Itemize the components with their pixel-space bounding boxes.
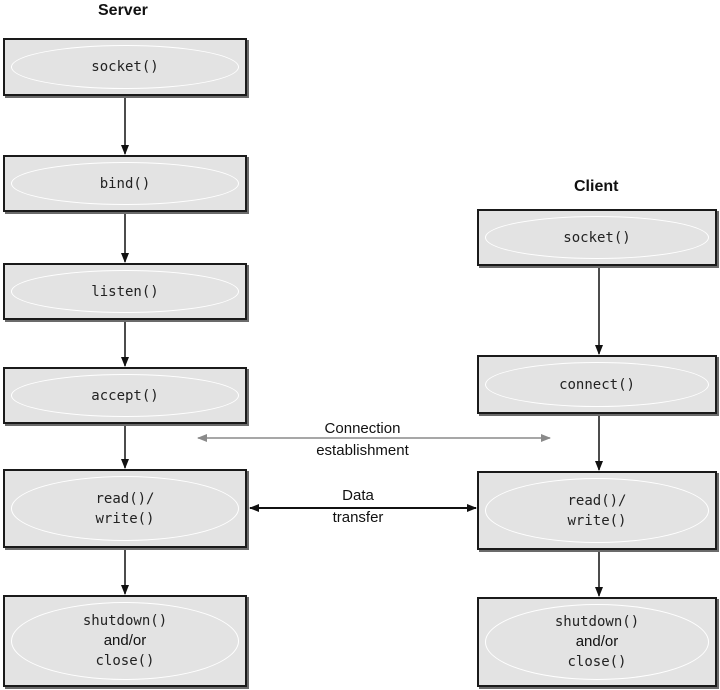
server-socket-label: socket(): [91, 59, 159, 75]
server-shutdown-label: shutdown(): [82, 613, 168, 629]
server-and-or-label: and/or: [103, 632, 147, 649]
client-shutdown-label: shutdown(): [554, 614, 640, 630]
server-read-label: read()/: [95, 490, 155, 507]
server-heading: Server: [98, 2, 148, 19]
server-close-label: close(): [95, 653, 155, 669]
connection-label-line1: Connection: [324, 420, 401, 437]
server-read-write-ellipse: read()/ write(): [11, 476, 239, 541]
client-connect-ellipse: connect(): [485, 362, 709, 407]
data-transfer-label: Data transfer: [312, 485, 404, 529]
server-bind-box: bind(): [3, 155, 247, 212]
server-listen-ellipse: listen(): [11, 270, 239, 313]
server-listen-box: listen(): [3, 263, 247, 320]
client-connect-label: connect(): [559, 376, 635, 393]
server-socket-ellipse: socket(): [11, 45, 239, 89]
server-read-write-box: read()/ write(): [3, 469, 247, 548]
client-close-label: close(): [567, 654, 627, 670]
server-accept-label: accept(): [91, 387, 159, 404]
client-and-or-label: and/or: [575, 633, 619, 650]
server-socket-box: socket(): [3, 38, 247, 96]
connection-label-line2: establishment: [316, 442, 409, 459]
client-socket-box: socket(): [477, 209, 717, 266]
server-accept-box: accept(): [3, 367, 247, 424]
server-listen-label: listen(): [91, 283, 159, 300]
client-connect-box: connect(): [477, 355, 717, 414]
client-read-write-ellipse: read()/ write(): [485, 478, 709, 543]
client-socket-label: socket(): [563, 229, 631, 246]
server-bind-label: bind(): [99, 175, 151, 192]
data-transfer-line1: Data: [342, 487, 374, 504]
client-write-label: write(): [567, 512, 627, 529]
client-read-write-box: read()/ write(): [477, 471, 717, 550]
client-shutdown-close-ellipse: shutdown() and/or close(): [485, 604, 709, 680]
client-heading: Client: [574, 178, 619, 195]
server-shutdown-close-ellipse: shutdown() and/or close(): [11, 602, 239, 680]
client-read-label: read()/: [567, 492, 627, 509]
connection-establishment-label: Connection establishment: [290, 418, 435, 462]
client-shutdown-close-box: shutdown() and/or close(): [477, 597, 717, 687]
client-socket-ellipse: socket(): [485, 216, 709, 259]
data-transfer-line2: transfer: [332, 509, 384, 526]
server-accept-ellipse: accept(): [11, 374, 239, 417]
server-bind-ellipse: bind(): [11, 162, 239, 205]
server-write-label: write(): [95, 510, 155, 527]
server-shutdown-close-box: shutdown() and/or close(): [3, 595, 247, 687]
